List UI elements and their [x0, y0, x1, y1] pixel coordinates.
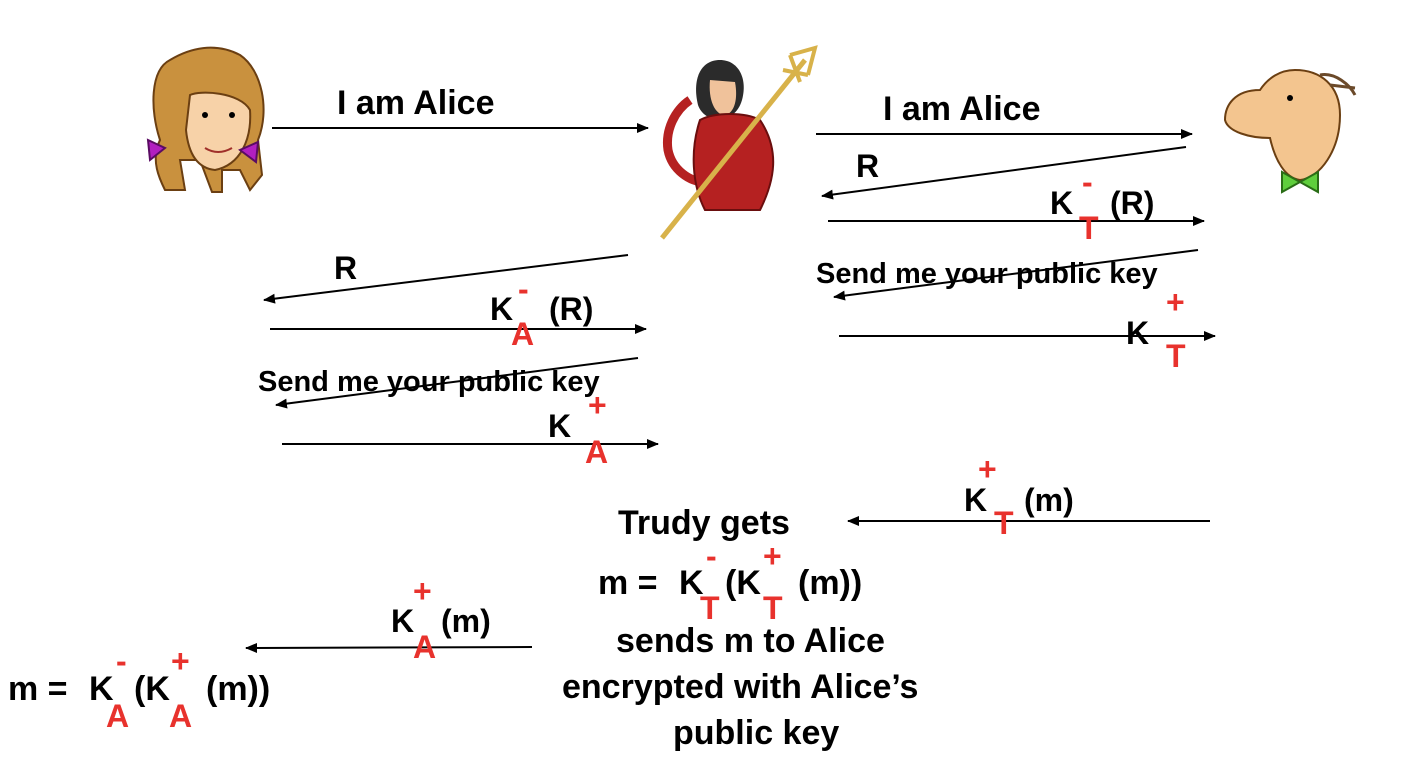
key-sign-plus: + — [171, 643, 190, 679]
key-owner-t: T — [700, 590, 720, 626]
trudy-gets-label: Trudy gets — [618, 504, 790, 542]
key-letter: K — [391, 603, 415, 639]
key-sign-minus: - — [1082, 164, 1093, 200]
trudy-encrypted-label: encrypted with Alice’s — [562, 668, 919, 706]
key-sign-plus: + — [978, 451, 997, 487]
formula-open-k: (K — [725, 564, 761, 602]
key-letter: K — [964, 482, 988, 518]
key-owner-t: T — [1166, 338, 1186, 374]
arrow-trudy-to-alice-message — [245, 642, 533, 653]
key-sign-plus: + — [588, 387, 607, 423]
key-arg-m: (m) — [441, 603, 491, 639]
msg-send-pubkey-trudy: Send me your public key — [258, 366, 600, 398]
key-owner-a: A — [511, 316, 535, 352]
arrow-bob-to-trudy-sendkey — [833, 249, 1199, 301]
msg-r-trudy: R — [334, 250, 358, 286]
formula-m-eq: m = — [8, 670, 68, 708]
key-owner-a: A — [169, 698, 193, 734]
key-sign-plus: + — [413, 573, 432, 609]
msg-i-am-alice-2: I am Alice — [883, 90, 1041, 128]
key-owner-a: A — [585, 434, 609, 470]
key-letter: K — [89, 670, 114, 708]
arrow-bob-to-trudy-r — [821, 146, 1187, 200]
msg-i-am-alice-1: I am Alice — [337, 84, 495, 122]
key-owner-t: T — [1079, 210, 1099, 246]
key-letter: K — [679, 564, 704, 602]
arrow-trudy-to-alice-r — [263, 254, 629, 304]
key-letter: K — [548, 408, 572, 444]
formula-m-close: (m)) — [798, 564, 863, 602]
trudy-sends-label: sends m to Alice — [616, 622, 885, 660]
formula-m-eq: m = — [598, 564, 658, 602]
trudy-devil-icon — [660, 45, 818, 240]
formula-open-k: (K — [134, 670, 170, 708]
key-letter: K — [490, 291, 514, 327]
msg-send-pubkey-bob: Send me your public key — [816, 258, 1158, 290]
formula-m-close: (m)) — [206, 670, 271, 708]
trudy-public-key-label: public key — [673, 714, 840, 752]
key-owner-a: A — [106, 698, 130, 734]
key-owner-t: T — [763, 590, 783, 626]
key-sign-minus: - — [706, 538, 717, 574]
key-letter: K — [1050, 185, 1074, 221]
key-sign-minus: - — [116, 643, 127, 679]
alice-face-icon — [146, 46, 265, 193]
key-letter: K — [1126, 315, 1150, 351]
key-arg-r: (R) — [1110, 185, 1155, 221]
key-sign-minus: - — [518, 271, 529, 307]
arrow-trudy-to-alice-sendkey — [275, 357, 639, 409]
key-arg-m: (m) — [1024, 482, 1074, 518]
key-arg-r: (R) — [549, 291, 594, 327]
key-sign-plus: + — [763, 538, 782, 574]
msg-r-bob: R — [856, 148, 880, 184]
key-sign-plus: + — [1166, 284, 1185, 320]
key-owner-t: T — [994, 505, 1014, 541]
bob-face-icon — [1223, 68, 1357, 194]
arrows — [245, 123, 1216, 653]
key-owner-a: A — [413, 629, 437, 665]
